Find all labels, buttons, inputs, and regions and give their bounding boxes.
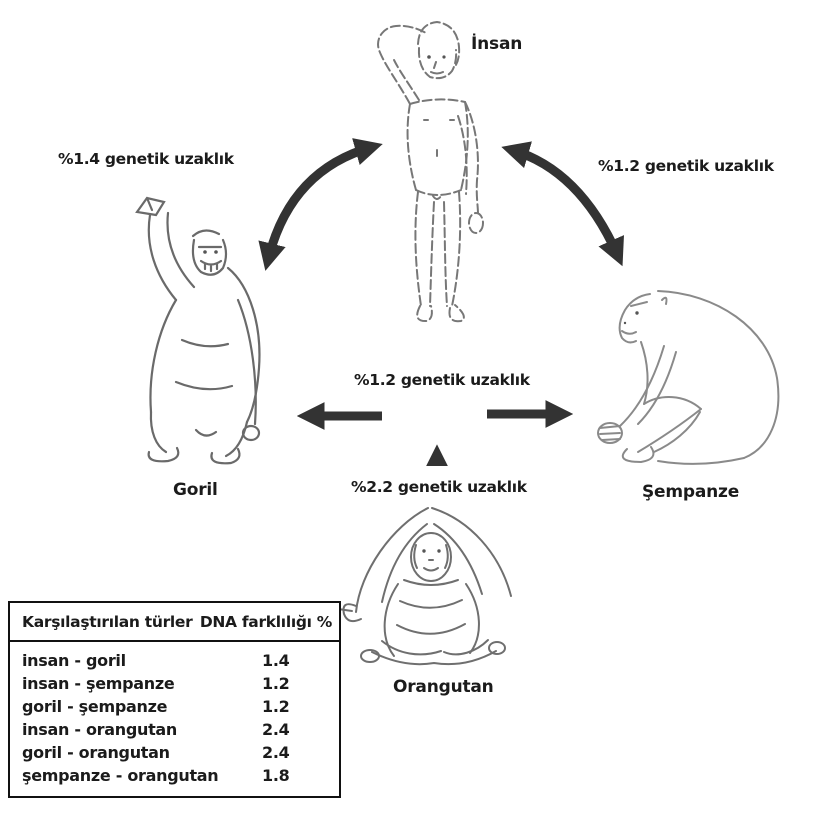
orangutan-drawing xyxy=(337,507,512,666)
chimpanzee-drawing xyxy=(597,290,780,465)
label-goril: Goril xyxy=(173,480,218,500)
header-species: Karşılaştırılan türler xyxy=(22,613,193,631)
edge-label-insan-goril: %1.4 genetik uzaklık xyxy=(58,150,234,168)
table-row: goril - orangutan 2.4 xyxy=(10,741,339,764)
pair-label: goril - orangutan xyxy=(22,743,170,762)
label-sempanze: Şempanze xyxy=(642,482,740,502)
edge-label-goril-sempanze: %1.2 genetik uzaklık xyxy=(354,371,530,389)
edge-label-insan-sempanze: %1.2 genetik uzaklık xyxy=(598,157,774,175)
pair-label: insan - goril xyxy=(22,651,126,670)
table-row: goril - şempanze 1.2 xyxy=(10,695,339,718)
human-drawing xyxy=(377,20,484,323)
pair-label: insan - şempanze xyxy=(22,674,175,693)
dna-difference-table: Karşılaştırılan türler DNA farklılığı % … xyxy=(8,601,341,798)
gorilla-drawing xyxy=(135,196,261,465)
pair-value: 1.4 xyxy=(262,651,290,670)
pair-value: 2.4 xyxy=(262,743,290,762)
table-row: insan - şempanze 1.2 xyxy=(10,672,339,695)
pair-value: 2.4 xyxy=(262,720,290,739)
arrow-insan-goril xyxy=(258,138,383,271)
pair-label: insan - orangutan xyxy=(22,720,178,739)
edge-label-orangutan: %2.2 genetik uzaklık xyxy=(351,478,527,496)
table-row: şempanze - orangutan 1.8 xyxy=(10,764,339,787)
table-body: insan - goril 1.4 insan - şempanze 1.2 g… xyxy=(10,642,339,796)
pair-value: 1.2 xyxy=(262,674,290,693)
pair-value: 1.8 xyxy=(262,766,290,785)
pair-value: 1.2 xyxy=(262,697,290,716)
table-row: insan - goril 1.4 xyxy=(10,649,339,672)
arrow-insan-sempanze xyxy=(501,141,624,267)
header-dna: DNA farklılığı % xyxy=(199,613,332,631)
label-orangutan: Orangutan xyxy=(393,677,494,697)
table-header: Karşılaştırılan türler DNA farklılığı % xyxy=(10,603,339,642)
pair-label: goril - şempanze xyxy=(22,697,168,716)
pair-label: şempanze - orangutan xyxy=(22,766,219,785)
label-insan: İnsan xyxy=(471,34,523,54)
table-row: insan - orangutan 2.4 xyxy=(10,718,339,741)
